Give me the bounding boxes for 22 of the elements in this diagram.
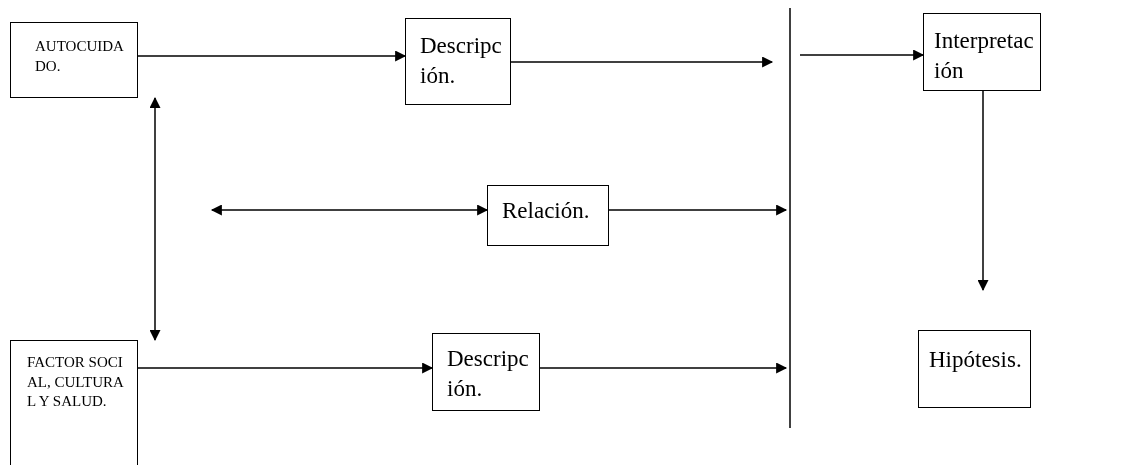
process-box (10, 22, 138, 98)
arrow (137, 50, 407, 62)
process-box (923, 13, 1041, 91)
box-label: Interpretación (934, 27, 1035, 85)
box-label: Hipótesis. (929, 346, 1023, 374)
arrow (608, 204, 788, 216)
arrow (137, 362, 434, 374)
arrow (799, 49, 925, 61)
box-label: Descripción. (420, 32, 502, 90)
box-label: Relación. (502, 197, 591, 225)
arrow (510, 56, 774, 68)
process-box (432, 333, 540, 411)
box-label: Descripción. (447, 345, 530, 403)
process-box (10, 340, 138, 465)
process-box (918, 330, 1031, 408)
arrow (149, 96, 161, 342)
process-box (405, 18, 511, 105)
arrow (539, 362, 788, 374)
box-label: AUTOCUIDADO. (35, 37, 125, 76)
process-box (487, 185, 609, 246)
arrow (210, 204, 489, 216)
box-label: FACTOR SOCIAL, CULTURAL Y SALUD. (27, 353, 125, 411)
